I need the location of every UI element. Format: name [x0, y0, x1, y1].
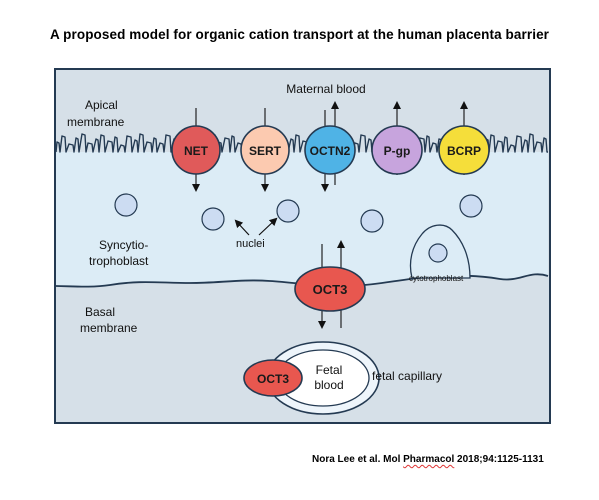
sert-label: SERT — [249, 144, 282, 158]
bcrp-label: BCRP — [447, 144, 481, 158]
nucleus — [201, 207, 225, 231]
oct3-basal-label: OCT3 — [313, 282, 348, 297]
maternal-blood-label: Maternal blood — [286, 82, 365, 96]
nucleus — [276, 199, 300, 223]
nuclei-pointer-arrow — [258, 217, 278, 236]
cytotrophoblast-nucleus — [428, 243, 448, 263]
basal-membrane-label-line1: Basal — [85, 305, 115, 319]
nuclei-label: nuclei — [236, 238, 265, 250]
octn2-label: OCTN2 — [310, 144, 351, 158]
transporter-octn2: OCTN2 — [304, 125, 356, 175]
fetal-capillary-label: fetal capillary — [372, 369, 442, 383]
transporter-sert: SERT — [240, 125, 290, 175]
nuclei-pointer-arrow — [234, 219, 250, 236]
apical-membrane-label-line1: Apical — [85, 98, 118, 112]
citation-volume: 2018;94:1125-1131 — [454, 454, 544, 465]
fetal-blood-label-line2: blood — [314, 378, 343, 392]
syncytiotrophoblast-label-line1: Syncytio- — [99, 238, 148, 252]
oct3-fetal-label: OCT3 — [257, 372, 289, 386]
citation-authors: Nora Lee et al. Mol — [312, 454, 404, 465]
citation: Nora Lee et al. Mol Pharmacol 2018;94:11… — [312, 454, 544, 465]
transporter-pgp: P-gp — [371, 125, 423, 175]
nucleus — [114, 193, 138, 217]
pgp-label: P-gp — [384, 144, 411, 158]
basal-membrane-label-line2: membrane — [80, 321, 138, 335]
figure-title: A proposed model for organic cation tran… — [49, 27, 550, 42]
fetal-blood-label-line1: Fetal — [316, 363, 343, 377]
nucleus — [360, 209, 384, 233]
transporter-oct3-basal: OCT3 — [294, 266, 366, 312]
citation-journal: Pharmacol — [403, 454, 455, 465]
syncytiotrophoblast-label-line2: trophoblast — [89, 254, 149, 268]
transporter-oct3-fetal: OCT3 — [243, 359, 303, 397]
apical-membrane-label-line2: membrane — [67, 115, 125, 129]
transporter-net: NET — [171, 125, 221, 175]
net-label: NET — [184, 144, 209, 158]
nucleus — [459, 194, 483, 218]
transporter-bcrp: BCRP — [438, 125, 490, 175]
cytotrophoblast-label: cytotrophoblast — [409, 274, 464, 283]
